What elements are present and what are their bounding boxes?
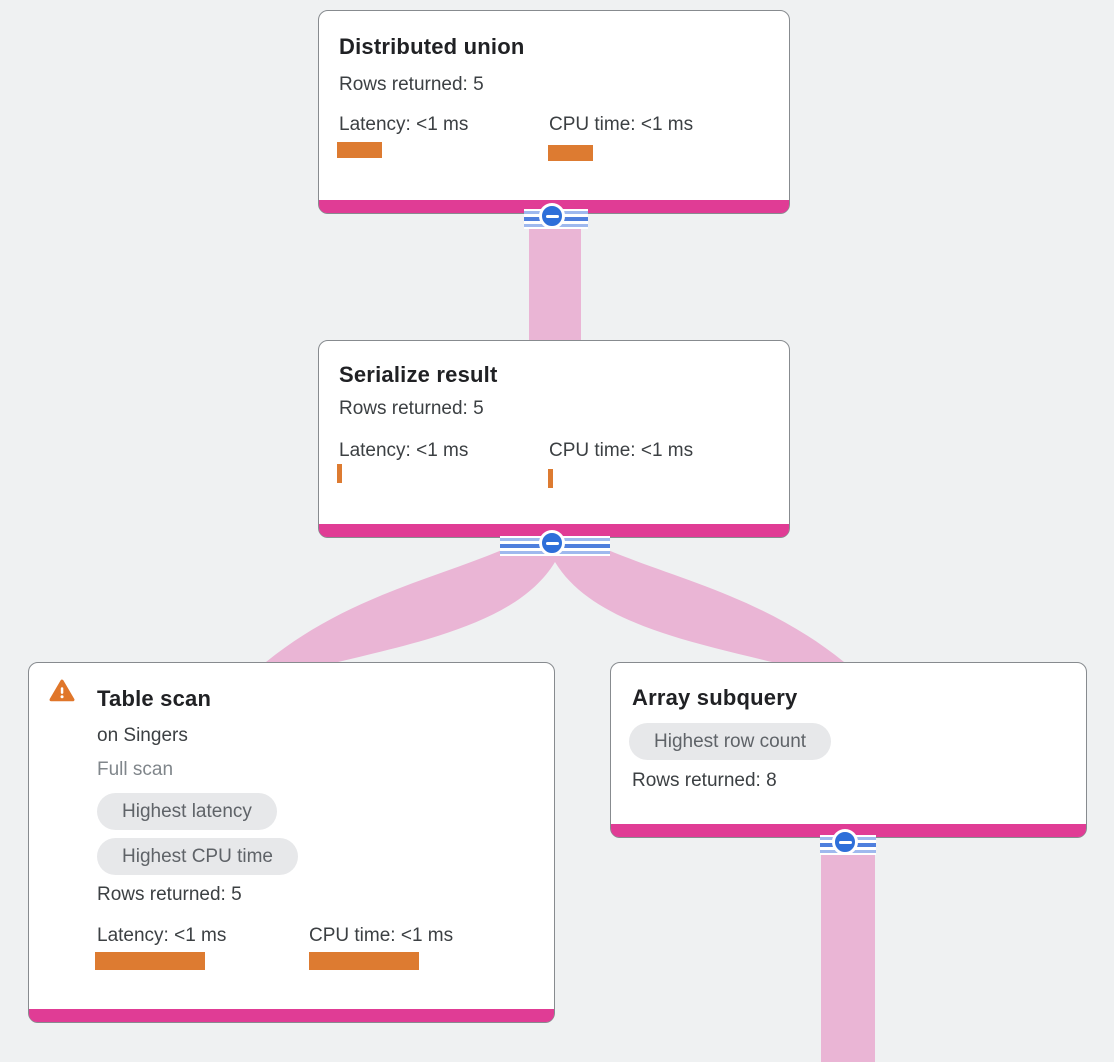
latency-bar — [337, 142, 382, 158]
node-title: Serialize result — [339, 362, 498, 387]
cpu-time-bar — [548, 469, 553, 488]
cpu-time-label: CPU time: <1 ms — [549, 114, 694, 135]
plan-node-table-scan[interactable]: Table scan on Singers Full scan Highest … — [28, 662, 555, 1023]
minus-icon — [545, 214, 559, 218]
collapse-node-button-array-subquery[interactable] — [832, 829, 858, 855]
latency-bar — [337, 464, 342, 483]
latency-label: Latency: <1 ms — [97, 925, 227, 946]
minus-icon — [838, 840, 852, 844]
badge-highest-latency: Highest latency — [97, 793, 277, 830]
node-accent-bar — [29, 1009, 554, 1022]
scan-type-note: Full scan — [97, 759, 174, 780]
node-title: Distributed union — [339, 34, 525, 59]
edge-serialize-result-to-array-subquery — [555, 550, 844, 662]
rows-returned: Rows returned: 5 — [97, 884, 242, 905]
plan-node-serialize-result[interactable]: Serialize result Rows returned: 5 Latenc… — [318, 340, 790, 538]
badge-highest-row-count: Highest row count — [629, 723, 832, 760]
latency-label: Latency: <1 ms — [339, 440, 469, 461]
cpu-time-bar — [548, 145, 593, 161]
collapse-node-button-distributed-union[interactable] — [539, 203, 565, 229]
edge-array-subquery-to-offscreen-child — [821, 830, 875, 1062]
plan-node-distributed-union[interactable]: Distributed union Rows returned: 5 Laten… — [318, 10, 790, 214]
warning-icon — [49, 679, 75, 702]
rows-returned: Rows returned: 5 — [339, 398, 484, 419]
plan-node-array-subquery[interactable]: Array subquery Highest row count Rows re… — [610, 662, 1087, 838]
edge-serialize-result-to-table-scan — [266, 550, 555, 662]
node-subtitle: on Singers — [97, 725, 188, 746]
rows-returned: Rows returned: 5 — [339, 74, 484, 95]
cpu-time-label: CPU time: <1 ms — [549, 440, 694, 461]
latency-bar — [95, 952, 205, 970]
cpu-time-label: CPU time: <1 ms — [309, 925, 454, 946]
edge-distributed-union-to-serialize-result — [529, 205, 581, 345]
badge-highest-cpu-time: Highest CPU time — [97, 838, 298, 875]
cpu-time-bar — [309, 952, 419, 970]
node-title: Table scan — [97, 686, 212, 711]
node-title: Array subquery — [632, 685, 798, 710]
latency-label: Latency: <1 ms — [339, 114, 469, 135]
collapse-node-button-serialize-result[interactable] — [539, 530, 565, 556]
rows-returned: Rows returned: 8 — [632, 770, 777, 791]
minus-icon — [545, 541, 559, 545]
